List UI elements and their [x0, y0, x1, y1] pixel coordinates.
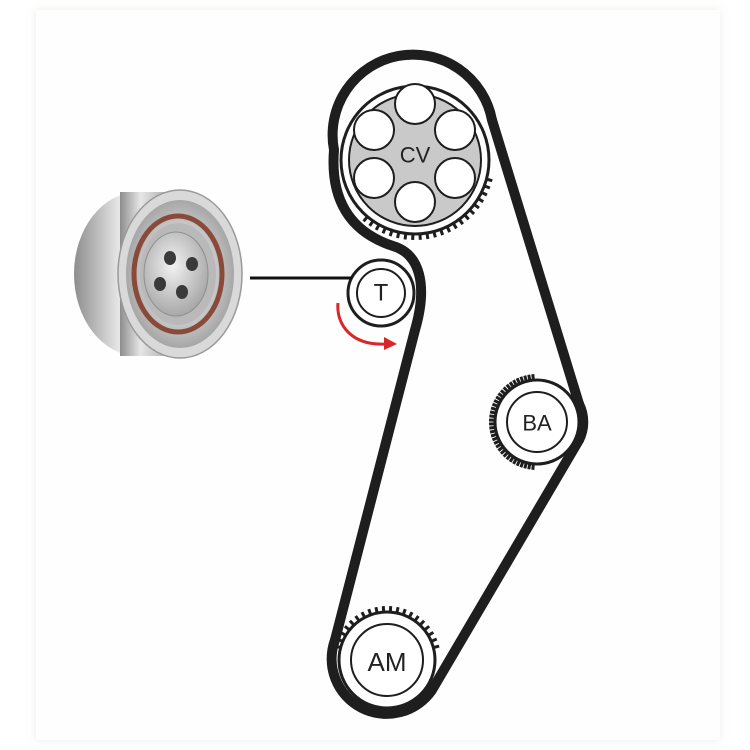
hub-hole: [186, 257, 198, 271]
t-pulley: T: [346, 258, 416, 328]
rotation-arrow-icon: [336, 302, 397, 350]
cv-hole: [353, 109, 395, 151]
ba-label: BA: [522, 411, 552, 436]
hub-hole: [164, 251, 176, 265]
tensioner-pulley-photo: [74, 189, 243, 359]
belt-am-wrap: [326, 638, 437, 719]
belt-lower-right-run: [427, 435, 584, 695]
am-pulley: AM: [334, 606, 440, 710]
belt-right-run: [487, 115, 584, 409]
ba-pulley: BA: [488, 374, 581, 470]
timing-belt: [326, 49, 589, 719]
hub-hole: [154, 277, 166, 291]
hub-hole: [176, 285, 188, 299]
belt-left-run: [328, 145, 426, 645]
cv-hole: [394, 181, 436, 223]
cv-hole: [434, 157, 476, 199]
belt-cv-wrap: [327, 49, 497, 151]
cv-pulley: CV: [339, 83, 493, 241]
cv-hole: [434, 109, 476, 151]
belt-ba-wrap: [574, 401, 589, 443]
cv-hole: [394, 83, 436, 125]
cv-hole: [353, 157, 395, 199]
t-label: T: [374, 280, 389, 307]
am-label: AM: [368, 647, 407, 677]
cv-label: CV: [400, 143, 431, 168]
